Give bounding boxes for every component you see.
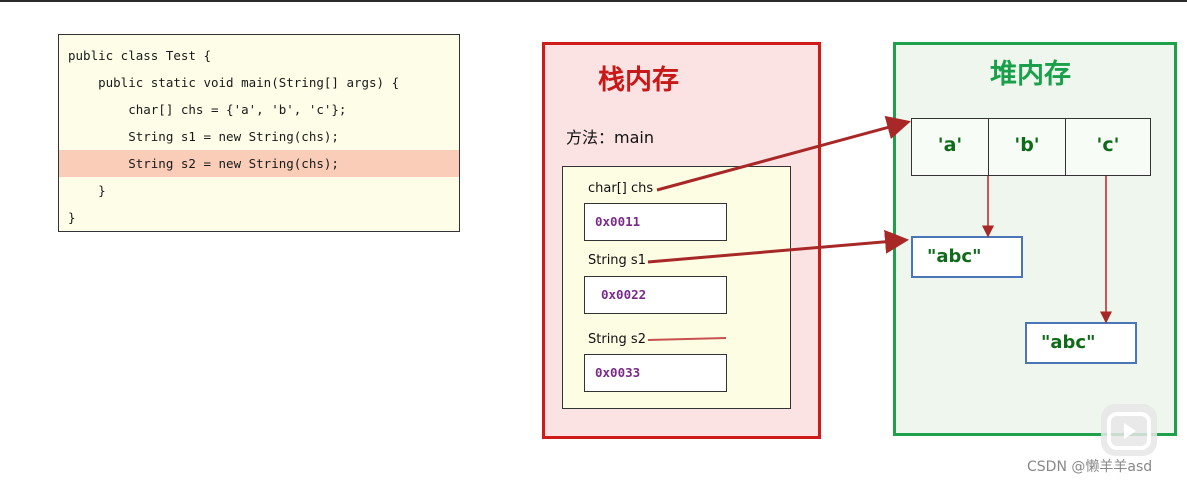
code-line-3: char[] chs = {'a', 'b', 'c'};	[68, 102, 347, 117]
code-line-5-highlighted: String s2 = new String(chs);	[59, 150, 459, 177]
watermark-text: CSDN @懒羊羊asd	[1027, 459, 1153, 475]
address-box-s1: 0x0022	[584, 276, 727, 314]
code-panel: public class Test { public static void m…	[58, 34, 460, 232]
arrow-chs-to-array	[656, 115, 911, 192]
var-label-s2: String s2	[588, 332, 646, 347]
array-cell-a: 'a'	[911, 118, 989, 176]
string-object-s1: "abc"	[911, 236, 1023, 278]
method-label: 方法：main	[566, 128, 654, 147]
heap-title: 堆内存	[990, 59, 1071, 90]
code-line-2: public static void main(String[] args) {	[68, 75, 400, 90]
string-object-s2: "abc"	[1025, 322, 1137, 364]
code-line-4: String s1 = new String(chs);	[68, 129, 339, 144]
code-line-6: }	[68, 183, 106, 198]
array-cell-b: 'b'	[988, 118, 1066, 176]
play-logo-icon	[1101, 404, 1157, 456]
address-box-chs: 0x0011	[584, 203, 727, 241]
arrow-s1-to-string	[647, 229, 909, 264]
code-line-1: public class Test {	[68, 48, 211, 63]
var-label-chs: char[] chs	[588, 181, 654, 196]
stack-title: 栈内存	[598, 65, 679, 96]
array-cell-c: 'c'	[1065, 118, 1151, 176]
code-line-7: }	[68, 210, 76, 225]
top-divider	[0, 0, 1187, 2]
arrow-s2-partial	[647, 337, 727, 341]
var-label-s1: String s1	[588, 253, 646, 268]
address-box-s2: 0x0033	[584, 354, 727, 392]
